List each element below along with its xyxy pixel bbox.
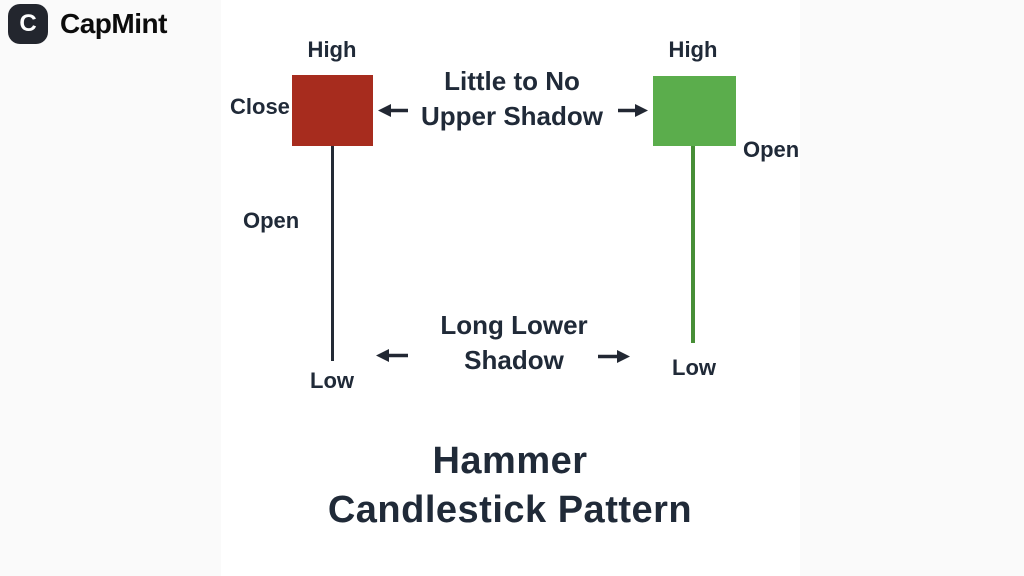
diagram-title-line2: Candlestick Pattern [327,489,693,531]
right-arrow-icon [598,350,630,363]
bearish-close-label: Close [230,94,290,119]
bullish-low-label: Low [672,355,716,380]
left-arrow-icon [378,104,408,117]
capmint-logo-icon: C [8,4,48,44]
right-margin-strip [800,0,1024,576]
lower-annotation-line2: Shadow [464,345,564,375]
bearish-open-label: Open [243,208,300,233]
right-arrow-icon [618,104,648,117]
upper-annotation-line2: Upper Shadow [420,101,604,131]
brand-name: CapMint [60,8,167,39]
bullish-candle-body [653,76,736,146]
bearish-high-label: High [307,37,357,62]
bullish-high-label: High [668,37,718,62]
bullish-candle-lower-wick [691,146,695,343]
lower-annotation-line1: Long Lower [440,310,588,340]
left-margin-strip [0,0,221,576]
diagram-title-line1: Hammer [432,440,588,482]
bearish-candle-lower-wick [331,146,334,361]
bullish-open-label: Open [743,137,800,162]
bearish-low-label: Low [310,368,354,393]
brand-logo: C CapMint [8,4,167,44]
bearish-candle-body [292,75,373,146]
left-arrow-icon [376,349,408,362]
upper-annotation-line1: Little to No [444,66,580,96]
